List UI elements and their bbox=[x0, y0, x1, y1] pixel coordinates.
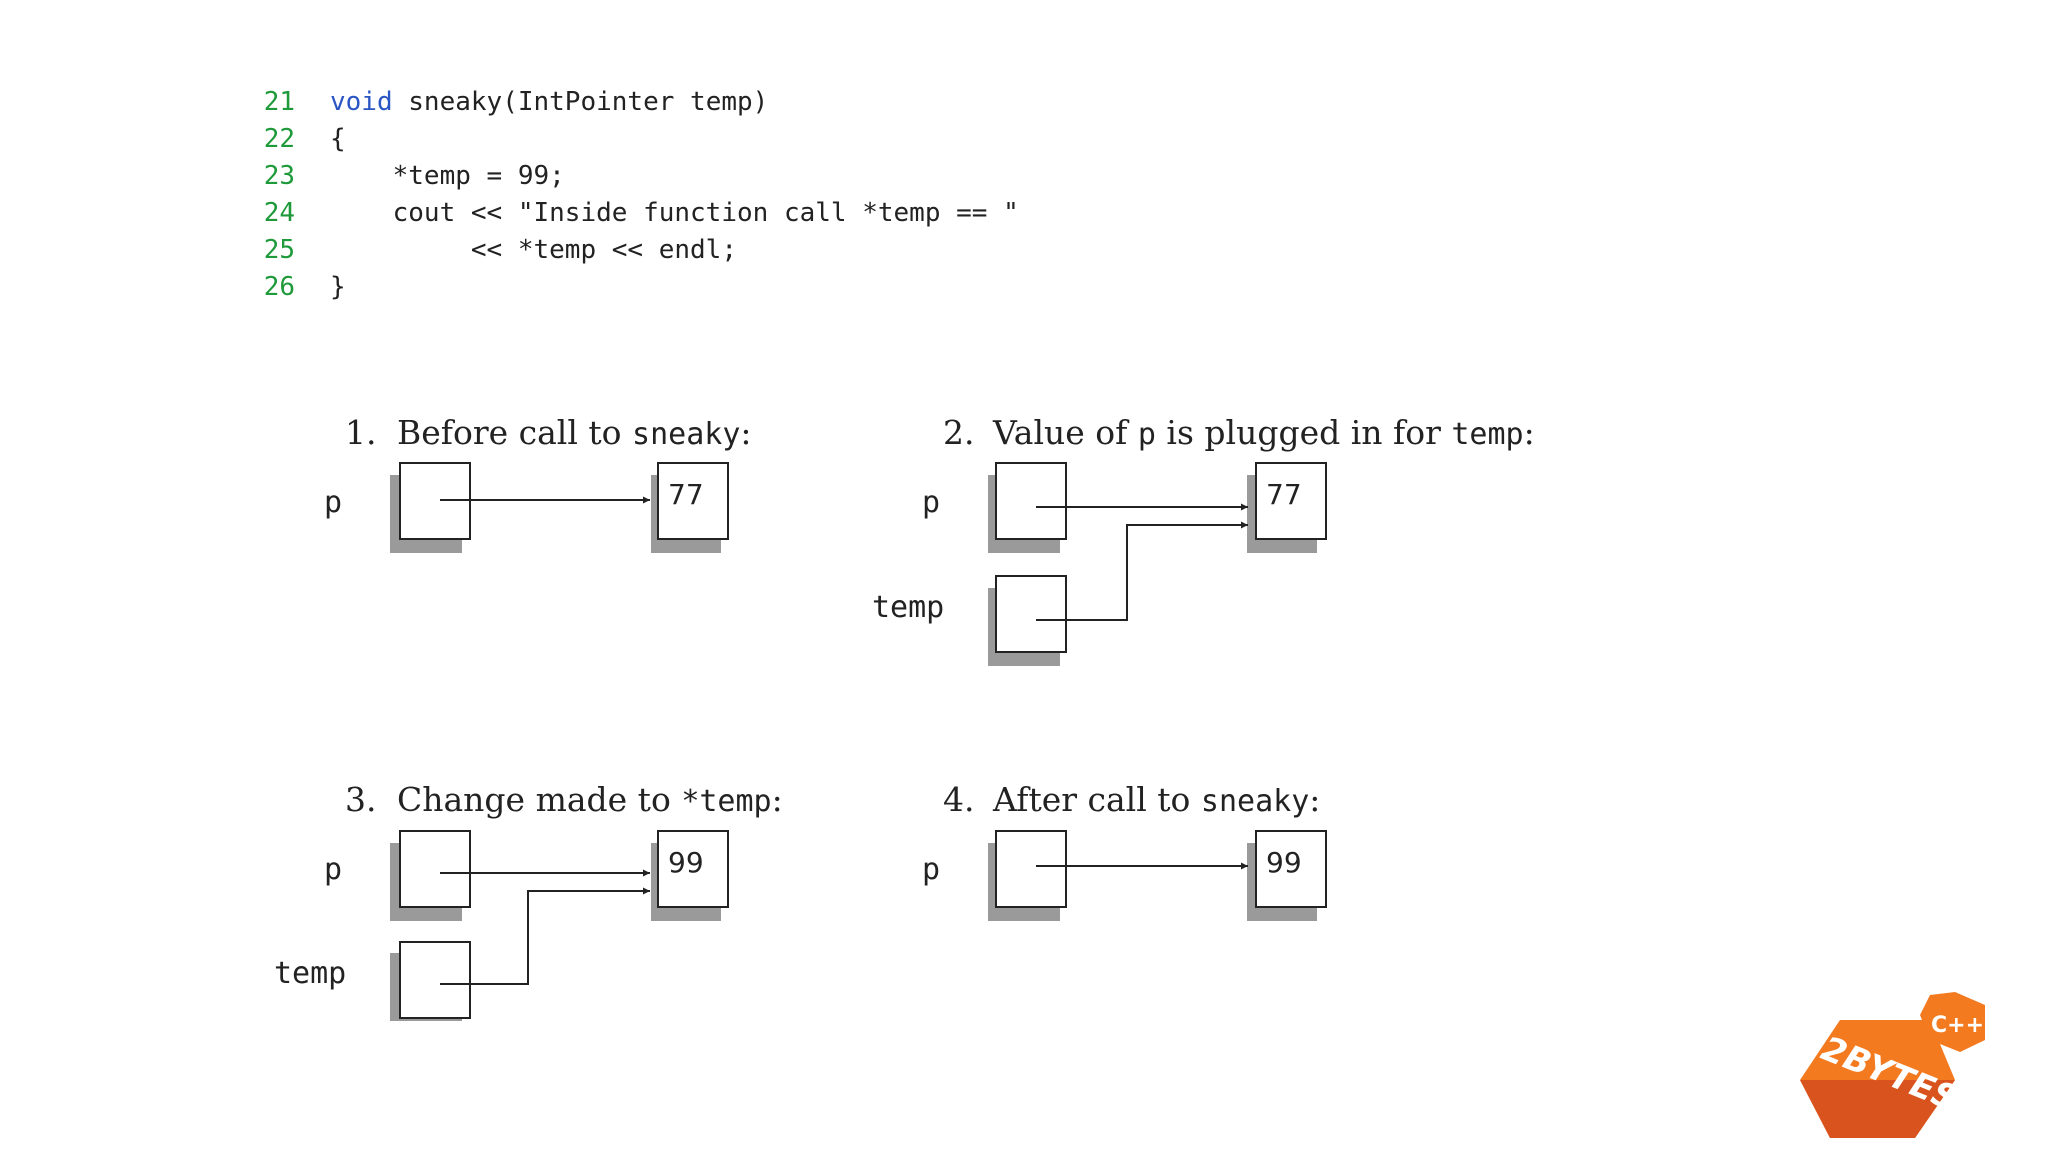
line-number: 21 bbox=[263, 87, 295, 117]
value-box bbox=[1255, 462, 1327, 540]
pointer-p-box bbox=[399, 830, 471, 908]
code-line: *temp = 99; bbox=[330, 161, 565, 191]
logo-hexagon-shade bbox=[1800, 1080, 1955, 1138]
brand-logo: 2BYTES C++ bbox=[1800, 992, 1985, 1138]
panel-2-caption: Value of p is plugged in for temp: bbox=[992, 413, 1535, 452]
pointer-p-box bbox=[995, 830, 1067, 908]
value-99: 99 bbox=[1266, 846, 1302, 879]
panel-1: 1. Before call to sneaky: p 77 bbox=[324, 413, 752, 553]
temp-label: temp bbox=[872, 590, 944, 625]
panel-1-number: 1. bbox=[345, 413, 377, 452]
temp-label: temp bbox=[274, 956, 346, 991]
panel-2: 2. Value of p is plugged in for temp: p … bbox=[872, 413, 1535, 666]
code-line: void sneaky(IntPointer temp) bbox=[330, 87, 768, 117]
p-label: p bbox=[324, 485, 342, 520]
line-number: 24 bbox=[263, 198, 295, 228]
code-line: { bbox=[330, 124, 346, 154]
code-keyword: void bbox=[330, 87, 393, 117]
value-77: 77 bbox=[1266, 478, 1302, 511]
line-number: 25 bbox=[263, 235, 295, 265]
code-line: cout << "Inside function call *temp == " bbox=[330, 198, 1019, 228]
pointer-temp-box bbox=[399, 941, 471, 1019]
panel-4-number: 4. bbox=[943, 780, 975, 819]
p-label: p bbox=[324, 852, 342, 887]
value-77: 77 bbox=[668, 478, 704, 511]
value-box bbox=[657, 462, 729, 540]
value-box bbox=[657, 830, 729, 908]
arrow-temp-to-value bbox=[440, 887, 650, 985]
cpp-badge bbox=[1920, 992, 1985, 1052]
cpp-badge-text: C++ bbox=[1931, 1013, 1984, 1038]
value-99: 99 bbox=[668, 846, 704, 879]
p-label: p bbox=[922, 485, 940, 520]
panel-3: 3. Change made to *temp: p temp 99 bbox=[274, 780, 783, 1021]
panel-3-caption: Change made to *temp: bbox=[397, 780, 783, 819]
value-box bbox=[1255, 830, 1327, 908]
panel-3-number: 3. bbox=[345, 780, 377, 819]
pointer-temp-box bbox=[995, 575, 1067, 653]
line-number: 22 bbox=[263, 124, 295, 154]
line-number: 23 bbox=[263, 161, 295, 191]
code-text: sneaky(IntPointer temp) bbox=[392, 87, 769, 117]
panel-4-caption: After call to sneaky: bbox=[992, 780, 1320, 819]
arrow-temp-to-value bbox=[1036, 521, 1248, 621]
panel-1-caption: Before call to sneaky: bbox=[397, 413, 752, 452]
code-line: } bbox=[330, 272, 346, 302]
line-number: 26 bbox=[263, 272, 295, 302]
pointer-p-box bbox=[995, 462, 1067, 540]
panel-4: 4. After call to sneaky: p 99 bbox=[922, 780, 1327, 921]
panel-2-number: 2. bbox=[943, 413, 975, 452]
code-line: << *temp << endl; bbox=[330, 235, 737, 265]
p-label: p bbox=[922, 852, 940, 887]
